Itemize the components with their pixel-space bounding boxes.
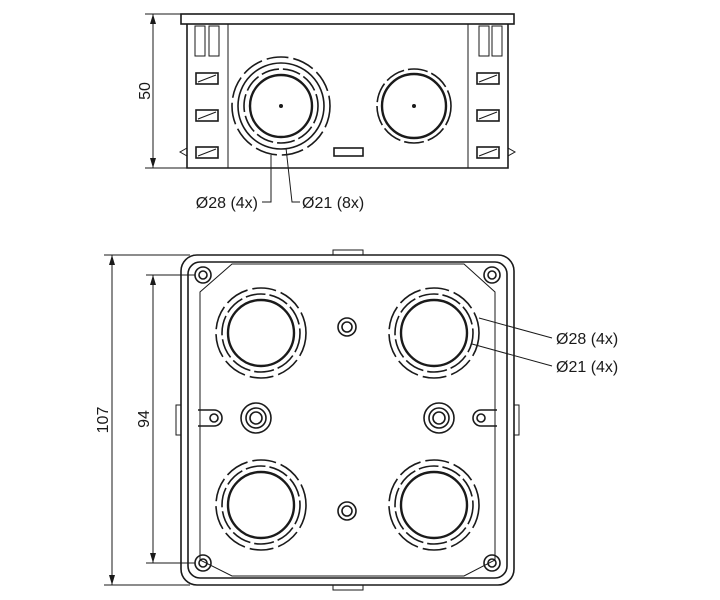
callout-leader-outer (262, 155, 272, 203)
edge-tab (332, 249, 364, 256)
inner-size-label: 94 (136, 410, 153, 428)
side-screw-left (198, 409, 223, 427)
plan-knockout-bottom-right (388, 459, 480, 551)
plan-callout-inner: Ø21 (4x) (556, 359, 618, 376)
edge-tab (332, 584, 364, 591)
side-screw-right (472, 409, 497, 427)
edge-tab (513, 404, 520, 436)
clip-slot (194, 25, 206, 57)
plan-inner-panel (199, 263, 496, 577)
edge-tab (175, 404, 182, 436)
side-tab (507, 147, 517, 157)
plan-knockout-top-left (215, 287, 307, 379)
inner-size-dimension (146, 274, 195, 564)
plan-view: 107 94 Ø28 (4x) Ø21 (4x) (95, 249, 618, 591)
mount-boss-right (423, 402, 455, 434)
outer-size-dimension (104, 254, 190, 586)
clip-slot (208, 25, 220, 57)
side-view-body (186, 24, 509, 169)
side-view-lid-rim (180, 13, 515, 25)
plan-inner-outline (187, 261, 508, 579)
mount-boss-left (240, 402, 272, 434)
right-side-slots (476, 72, 500, 159)
plan-outer-outline (180, 254, 515, 586)
plan-knockout-top-right (388, 287, 480, 379)
plan-callout-leader-outer (478, 317, 553, 339)
clip-slot (478, 25, 490, 57)
side-knockout-right (376, 68, 452, 144)
screw-boss-bottom (337, 501, 357, 521)
outer-size-label: 107 (95, 407, 112, 434)
plan-callout-outer: Ø28 (4x) (556, 331, 618, 348)
side-view: 50 Ø28 (4x) Ø21 (8x) (137, 13, 517, 212)
clip-slot (491, 25, 503, 57)
plan-knockout-bottom-left (215, 459, 307, 551)
plan-callout-leader-inner (471, 343, 553, 367)
side-tab (178, 147, 188, 157)
left-side-slots (195, 72, 219, 159)
side-callout-inner: Ø21 (8x) (302, 195, 364, 212)
side-knockout-left (231, 56, 331, 156)
side-callout-outer: Ø28 (4x) (196, 195, 258, 212)
screw-boss-top (337, 317, 357, 337)
height-dimension-label: 50 (137, 82, 154, 100)
center-slot (333, 147, 364, 157)
callout-leader-inner (285, 147, 300, 203)
height-dimension (145, 13, 187, 169)
corner-screw-holes (194, 266, 501, 572)
